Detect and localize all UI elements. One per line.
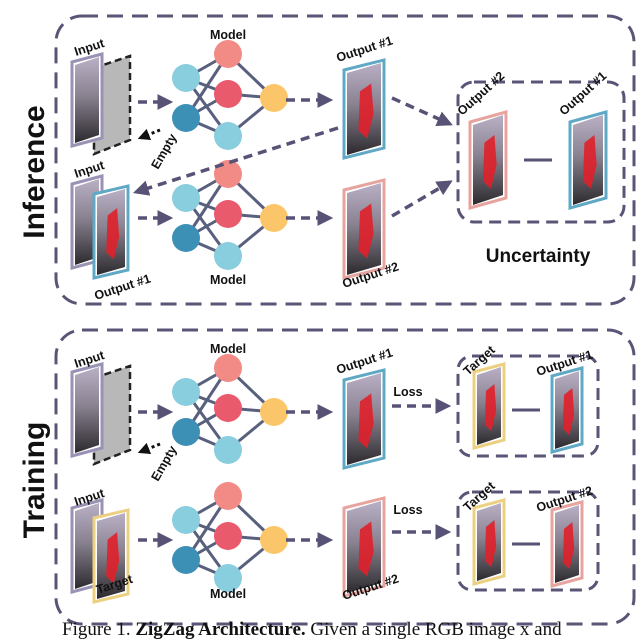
inference-network-2-node (260, 204, 288, 232)
loss-target-2-object (484, 520, 497, 568)
arrow-feedback-output1-input (132, 126, 339, 196)
label-model-4: Model (210, 587, 246, 601)
loss-output-1-object (562, 388, 575, 436)
training-network-1-node (172, 418, 200, 446)
training-network-1-node (214, 354, 242, 382)
loss-target-1-object (484, 384, 497, 432)
inference-network-2-node (172, 224, 200, 252)
training-network-1-node (214, 394, 242, 422)
label-model-1: Model (210, 28, 246, 42)
label-output1-unc: Output #1 (557, 69, 610, 118)
inference-input-stack-2-second-layer-object (106, 208, 120, 260)
training-network-1-node (172, 378, 200, 406)
training-output-2-object (358, 521, 374, 577)
inference-input-stack-2-second-layer (92, 184, 130, 280)
uncertainty-output-1 (568, 110, 608, 210)
training-output-1 (342, 368, 386, 470)
training-network-2 (172, 482, 288, 592)
inference-frame (54, 14, 636, 306)
inference-network-2-node (214, 242, 242, 270)
loss-output-1 (550, 366, 584, 454)
training-input-stack-2-second-layer (92, 508, 130, 604)
inference-output-2-object (358, 203, 374, 259)
empty-arrow-2 (137, 442, 161, 455)
loss-output-2-object (562, 522, 575, 570)
inference-network-2-node (172, 184, 200, 212)
caption-prefix: Figure 1. (62, 619, 131, 640)
uncertainty-output-2 (468, 110, 508, 210)
inference-network-1-node (172, 64, 200, 92)
training-title: Training (18, 422, 51, 539)
training-network-2-node (172, 546, 200, 574)
caption-text: Given a single RGB image x and (310, 619, 562, 640)
uncertainty-output-2-object (482, 135, 497, 189)
training-network-2-node (214, 522, 242, 550)
training-network-2-node (172, 506, 200, 534)
inference-input-stack-1-input-photo (70, 52, 104, 148)
training-output-2 (342, 496, 386, 598)
training-network-1-node (260, 398, 288, 426)
label-empty-2: Empty (148, 443, 179, 483)
inference-network-1-node (260, 84, 288, 112)
label-loss-1: Loss (393, 385, 422, 399)
loss-target-1 (472, 362, 506, 450)
empty-arrow-1 (137, 128, 161, 141)
label-model-2: Model (210, 273, 246, 287)
arrow-output1-uncertainty (391, 96, 453, 127)
arrow-output2-uncertainty (391, 180, 453, 218)
figure-caption: Figure 1. ZigZag Architecture. Given a s… (0, 618, 640, 642)
inference-network-2 (172, 160, 288, 270)
inference-network-1-node (214, 40, 242, 68)
label-empty-1: Empty (148, 131, 179, 171)
inference-output-1 (342, 58, 386, 160)
training-input-stack-2-second-layer-object (106, 532, 120, 584)
inference-title: Inference (18, 105, 51, 238)
training-network-1-node (214, 436, 242, 464)
training-network-2-node (214, 482, 242, 510)
inference-network-1-node (214, 122, 242, 150)
label-uncertainty: Uncertainty (486, 246, 591, 267)
training-output-1-object (358, 393, 374, 449)
uncertainty-output-1-object (582, 135, 597, 189)
inference-output-1-object (358, 83, 374, 139)
training-network-1 (172, 354, 288, 464)
inference-output-2 (342, 178, 386, 280)
training-input-stack-1-input-photo (70, 362, 104, 458)
training-frame (54, 328, 636, 626)
diagram-content (70, 40, 608, 604)
training-input-stack-1-input-photo-photo (75, 367, 99, 453)
caption-title: ZigZag Architecture. (135, 619, 306, 640)
inference-network-2-node (214, 160, 242, 188)
uncertainty-box (456, 80, 626, 224)
loss-output-2 (550, 500, 584, 588)
inference-network-1-node (172, 104, 200, 132)
label-loss-2: Loss (393, 503, 422, 517)
label-output2-unc: Output #2 (455, 69, 508, 118)
training-network-2-node (214, 564, 242, 592)
loss-target-2 (472, 498, 506, 586)
inference-network-1 (172, 40, 288, 150)
label-model-3: Model (210, 342, 246, 356)
training-network-2-node (260, 526, 288, 554)
inference-network-2-node (214, 200, 242, 228)
inference-network-1-node (214, 80, 242, 108)
inference-input-stack-1-input-photo-photo (75, 57, 99, 143)
